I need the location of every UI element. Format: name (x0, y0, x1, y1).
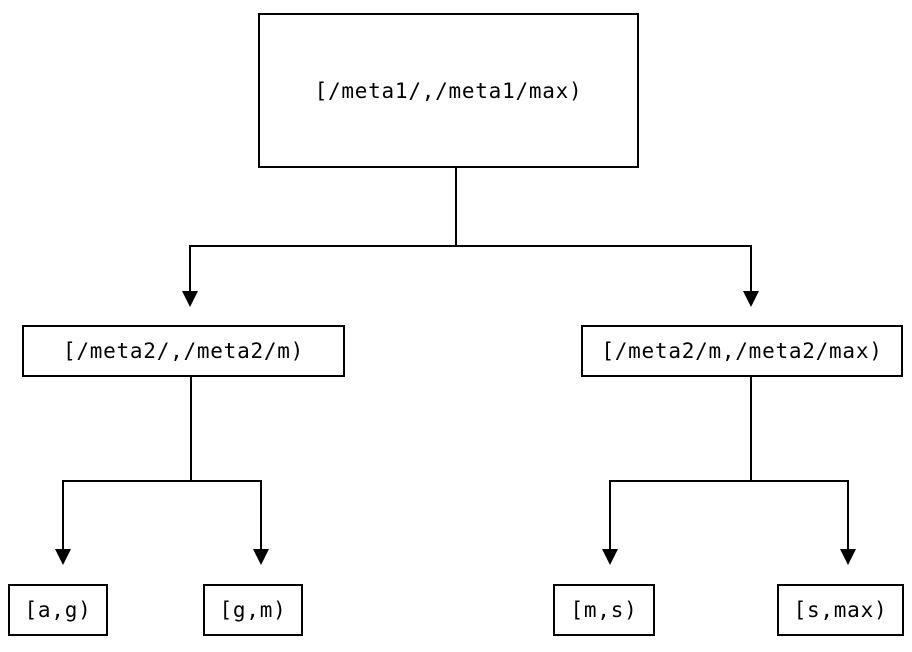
edge-meta2-high-to-leaf-smax (751, 480, 849, 550)
arrowhead-leaf-gm (253, 549, 269, 565)
node-meta2-high-label: [/meta2/m,/meta2/max) (601, 339, 883, 363)
arrowhead-meta2-high (743, 291, 759, 307)
node-meta2-high: [/meta2/m,/meta2/max) (581, 325, 903, 377)
edge-root-to-meta2-high (456, 245, 752, 292)
arrowhead-leaf-ag (55, 549, 71, 565)
edge-meta2-low-to-leaf-gm (191, 480, 262, 550)
node-leaf-s-max-label: [s,max) (793, 598, 888, 622)
node-leaf-m-s-label: [m,s) (570, 598, 638, 622)
node-leaf-g-m: [g,m) (203, 584, 303, 636)
node-root: [/meta1/,/meta1/max) (258, 13, 639, 168)
node-meta2-low: [/meta2/,/meta2/m) (22, 325, 345, 377)
node-meta2-low-label: [/meta2/,/meta2/m) (62, 339, 305, 363)
node-leaf-s-max: [s,max) (777, 584, 904, 636)
arrowhead-leaf-ms (602, 549, 618, 565)
edge-root-to-meta2-low (189, 245, 456, 292)
edge-meta2-low-to-leaf-ag (62, 480, 191, 550)
node-root-label: [/meta1/,/meta1/max) (314, 78, 583, 103)
edge-meta2-high-to-leaf-ms (609, 480, 751, 550)
arrowhead-meta2-low (182, 291, 198, 307)
node-leaf-g-m-label: [g,m) (219, 598, 287, 622)
node-leaf-a-g: [a,g) (8, 584, 108, 636)
node-leaf-m-s: [m,s) (553, 584, 655, 636)
arrowhead-leaf-smax (840, 549, 856, 565)
node-leaf-a-g-label: [a,g) (24, 598, 92, 622)
